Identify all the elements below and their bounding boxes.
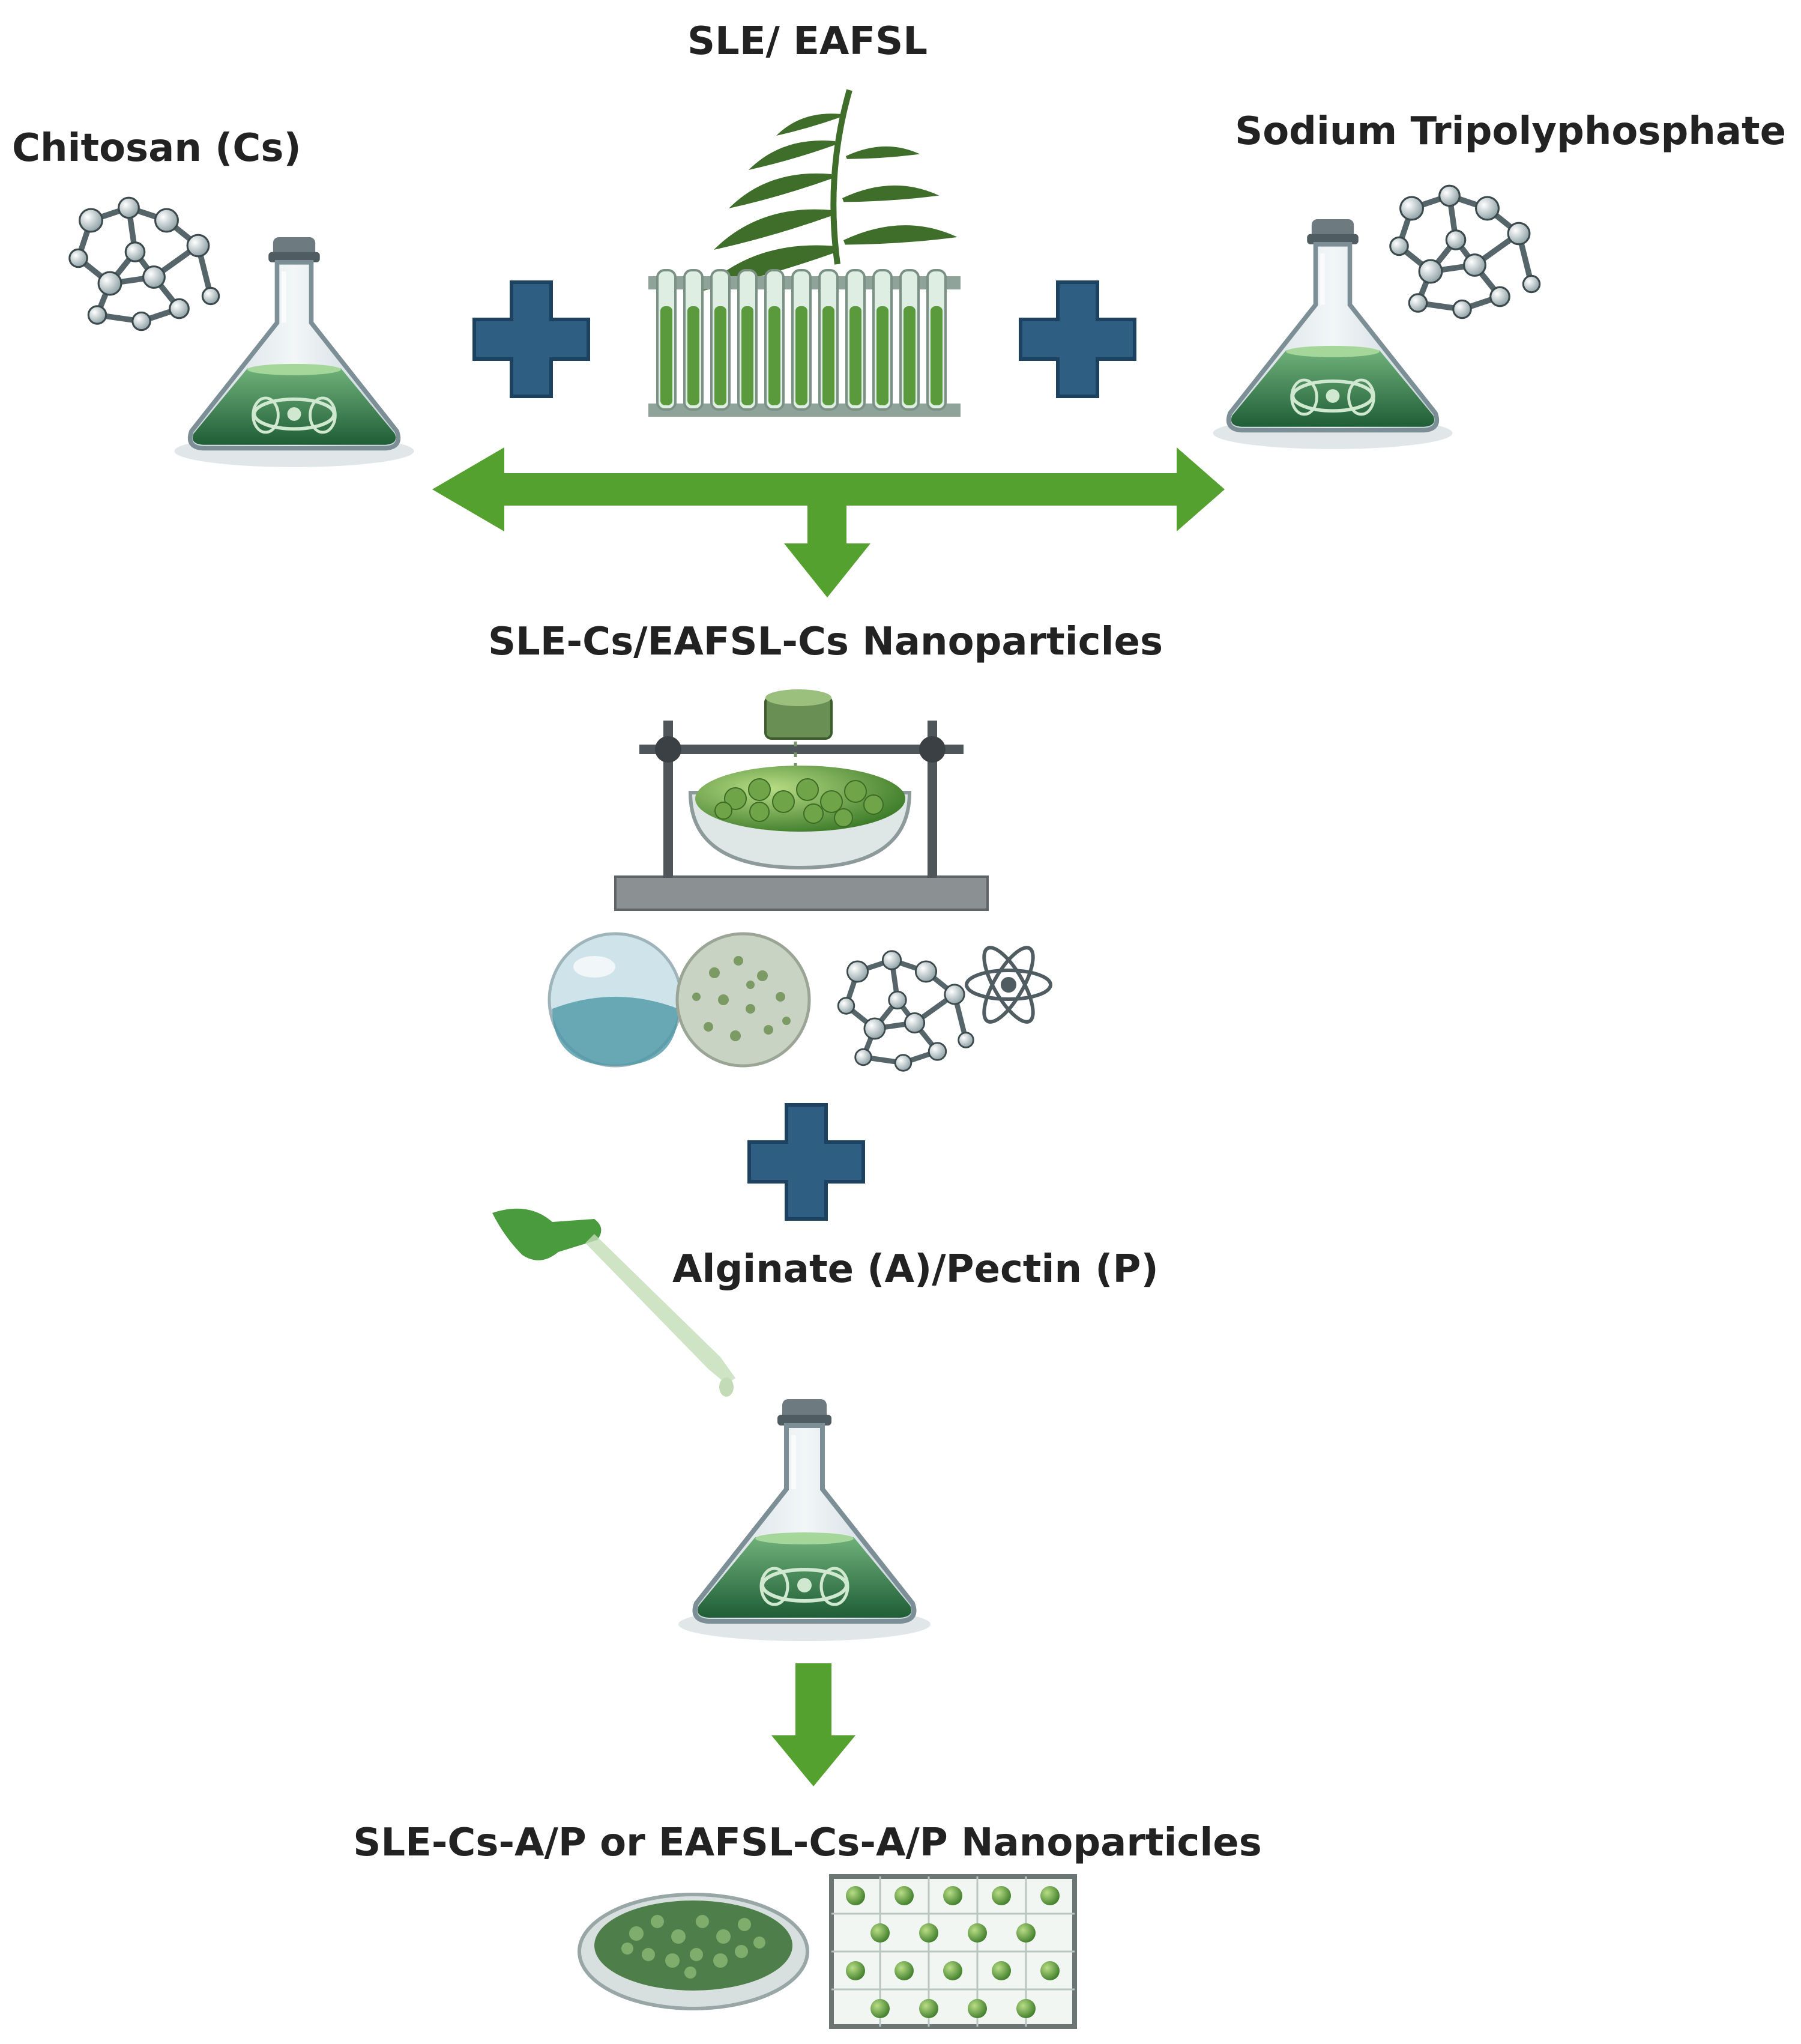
nanoparticles-label-1: SLE-Cs/EAFSL-Cs Nanoparticles — [488, 620, 1163, 664]
particle-sphere-icon — [675, 932, 811, 1068]
molecule-icon — [838, 951, 973, 1071]
coating-label: Alginate (A)/Pectin (P) — [672, 1247, 1159, 1292]
chitosan-flask-icon — [175, 237, 414, 467]
fern-leaf-icon — [701, 89, 958, 291]
tpp-flask-icon — [1213, 219, 1453, 449]
plus-icon — [749, 1105, 863, 1219]
particle-grid-icon — [829, 1874, 1077, 2029]
plus-icon — [1021, 282, 1135, 396]
molecule-icon — [70, 198, 219, 330]
down-arrow-icon — [771, 1663, 855, 1786]
test-tube-rack-icon — [648, 269, 961, 417]
extract-label: SLE/ EAFSL — [687, 19, 928, 64]
combine-arrow-icon — [432, 447, 1225, 597]
atom-icon — [967, 941, 1051, 1028]
plus-icon — [474, 282, 588, 396]
petri-dish-icon — [578, 1893, 809, 2010]
solution-sphere-icon — [548, 932, 683, 1068]
dropper-icon — [492, 1208, 735, 1397]
chitosan-label: Chitosan (Cs) — [12, 126, 301, 171]
tpp-label: Sodium Tripolyphosphate — [1235, 109, 1786, 154]
molecule-icon — [1390, 186, 1540, 318]
nanoparticles-label-2: SLE-Cs-A/P or EAFSL-Cs-A/P Nanoparticles — [353, 1821, 1262, 1865]
lab-stand-icon — [614, 689, 989, 911]
coating-flask-icon — [678, 1399, 931, 1641]
